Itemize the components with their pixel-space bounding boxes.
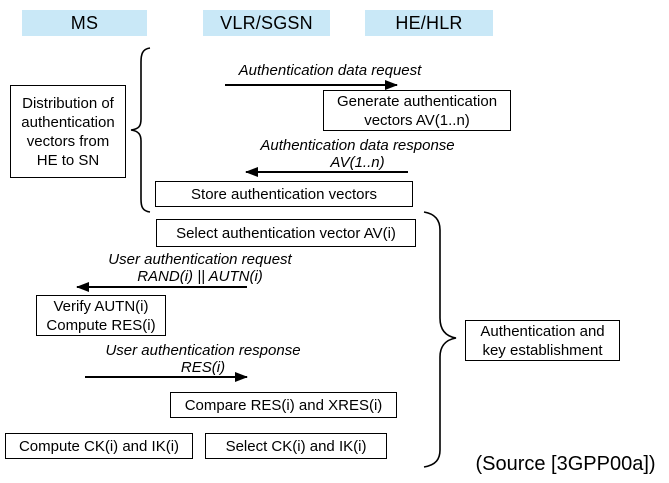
message-label-auth-data-request: Authentication data request [225,62,435,79]
message-text: RAND(i) || AUTN(i) [137,268,263,285]
action-box-generate-vectors: Generate authentication vectors AV(1..n) [323,90,511,131]
action-box-select-ck-ik: Select CK(i) and IK(i) [205,433,387,459]
message-label-auth-data-response: Authentication data response AV(1..n) [250,137,465,171]
message-text: RES(i) [180,359,226,376]
message-text: Authentication data response [260,137,455,154]
message-text: AV(1..n) [330,154,385,171]
arrowhead-right-icon [235,372,248,382]
phase-note-auth-key-establishment: Authentication and key establishment [465,320,620,361]
column-header-ms: MS [22,10,147,36]
message-text: User authentication response [105,342,301,359]
action-box-compute-ck-ik: Compute CK(i) and IK(i) [5,433,193,459]
action-line: Generate authentication [336,92,498,110]
action-line: Verify AUTN(i) [53,297,149,315]
action-box-verify-autn: Verify AUTN(i) Compute RES(i) [36,295,166,336]
message-text: User authentication request [108,251,292,268]
phase-note-line: authentication [21,113,115,131]
arrow-user-auth-request [76,282,247,292]
phase-note-distribution: Distribution of authentication vectors f… [10,85,126,178]
action-box-select-vector: Select authentication vector AV(i) [156,219,416,247]
action-line: Compare RES(i) and XRES(i) [184,396,383,414]
right-brace [423,211,457,468]
action-box-compare-res: Compare RES(i) and XRES(i) [170,392,397,418]
arrowhead-right-icon [385,80,398,90]
phase-note-line: Authentication and [480,322,605,340]
action-line: Select CK(i) and IK(i) [225,437,367,455]
action-line: Select authentication vector AV(i) [176,224,396,242]
arrow-user-auth-response [85,372,248,382]
column-header-vlr-sgsn: VLR/SGSN [203,10,330,36]
action-line: Compute CK(i) and IK(i) [18,437,180,455]
phase-note-line: vectors from [26,132,110,150]
arrowhead-left-icon [245,167,258,177]
message-label-user-auth-response: User authentication response RES(i) [98,342,308,376]
column-header-he-hlr: HE/HLR [365,10,493,36]
message-text: Authentication data request [238,62,422,79]
action-line: Compute RES(i) [46,316,156,334]
action-line: Store authentication vectors [191,185,377,203]
action-box-store-vectors: Store authentication vectors [155,181,413,207]
message-label-user-auth-request: User authentication request RAND(i) || A… [95,251,305,285]
arrow-auth-data-request [225,80,398,90]
arrow-auth-data-response [245,167,408,177]
action-line: vectors AV(1..n) [364,111,470,129]
phase-note-line: key establishment [482,341,603,359]
source-citation: (Source [3GPP00a]) [475,453,656,475]
left-brace [130,47,151,213]
phase-note-line: Distribution of [22,94,114,112]
phase-note-line: HE to SN [36,151,100,169]
arrowhead-left-icon [76,282,89,292]
